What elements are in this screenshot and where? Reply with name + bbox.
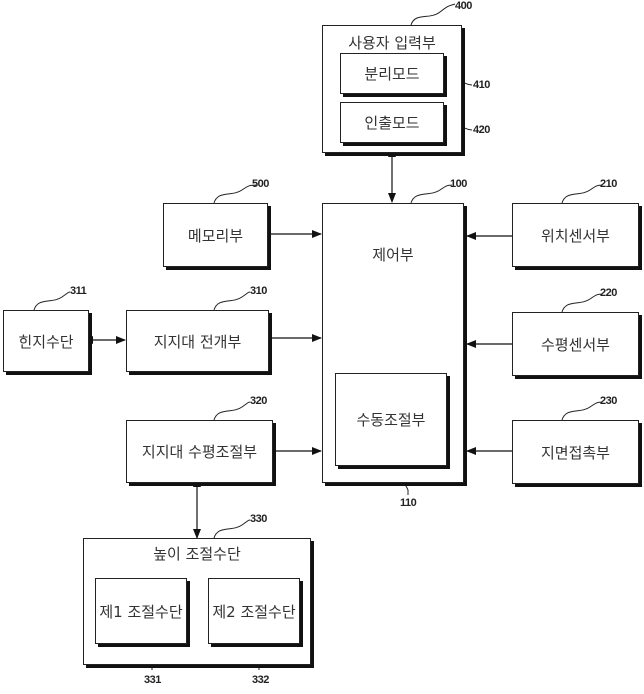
- leader-500: [213, 184, 257, 204]
- block-withdraw-mode-label: 인출모드: [364, 114, 420, 132]
- block-adjust-1: 제1 조절수단: [95, 578, 187, 644]
- block-level-sensor-label: 수평센서부: [540, 335, 610, 354]
- block-adjust-2: 제2 조절수단: [208, 578, 300, 644]
- ref-100: 100: [450, 178, 467, 190]
- ref-332: 332: [252, 674, 269, 686]
- ref-311: 311: [70, 285, 87, 297]
- leader-100: [410, 184, 453, 204]
- leader-320: [213, 401, 251, 421]
- block-height-adjust-label: 높이 조절수단: [153, 545, 241, 563]
- block-memory-label: 메모리부: [187, 226, 244, 245]
- block-hinge: 힌지수단: [3, 310, 89, 372]
- block-adjust-2-label: 제2 조절수단: [212, 602, 296, 621]
- block-position-sensor-label: 위치센서부: [540, 226, 610, 245]
- block-manual-adjust-label: 수동조절부: [356, 411, 426, 429]
- ref-410: 410: [473, 79, 490, 91]
- leader-220: [561, 293, 603, 313]
- block-support-level: 지지대 수평조절부: [126, 420, 273, 483]
- leader-210: [561, 184, 603, 204]
- ref-400: 400: [455, 0, 472, 12]
- leader-311: [33, 291, 71, 311]
- ref-210: 210: [600, 178, 617, 190]
- block-level-sensor: 수평센서부: [512, 312, 639, 376]
- block-memory: 메모리부: [163, 203, 268, 267]
- ref-420: 420: [473, 124, 490, 136]
- leader-310: [213, 291, 251, 311]
- ref-230: 230: [600, 395, 617, 407]
- block-support-level-label: 지지대 수평조절부: [141, 443, 258, 461]
- leader-400: [410, 3, 456, 26]
- block-ground-contact-label: 지면접촉부: [540, 443, 610, 462]
- ref-220: 220: [600, 287, 617, 299]
- block-separate-mode: 분리모드: [340, 53, 444, 94]
- block-withdraw-mode: 인출모드: [340, 102, 444, 143]
- ref-331: 331: [144, 674, 161, 686]
- block-ground-contact: 지면접촉부: [512, 420, 639, 484]
- leader-230: [561, 401, 603, 421]
- leader-330: [213, 519, 251, 539]
- block-controller-label: 제어부: [372, 246, 414, 264]
- block-hinge-label: 힌지수단: [18, 332, 74, 351]
- ref-330: 330: [250, 513, 267, 525]
- ref-310: 310: [250, 285, 267, 297]
- block-support-deploy: 지지대 전개부: [126, 310, 269, 372]
- block-support-deploy-label: 지지대 전개부: [153, 332, 242, 351]
- ref-110: 110: [400, 497, 417, 509]
- block-position-sensor: 위치센서부: [512, 203, 639, 267]
- block-user-input-label: 사용자 입력부: [348, 34, 436, 52]
- ref-320: 320: [250, 395, 267, 407]
- block-adjust-1-label: 제1 조절수단: [99, 602, 183, 621]
- ref-500: 500: [252, 178, 269, 190]
- block-separate-mode-label: 분리모드: [364, 65, 420, 83]
- block-manual-adjust: 수동조절부: [335, 373, 447, 466]
